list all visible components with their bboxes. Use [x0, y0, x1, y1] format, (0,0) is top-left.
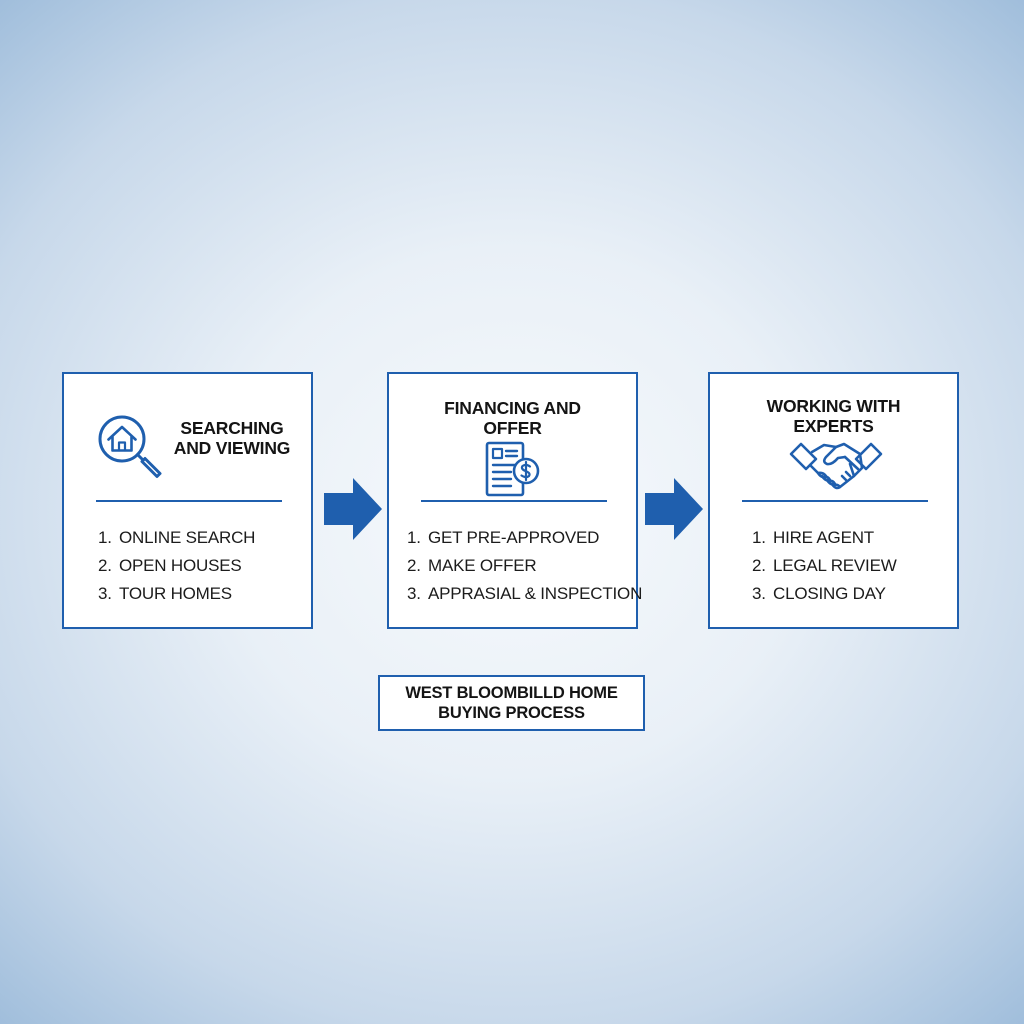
item-text: GET PRE-APPROVED: [428, 528, 600, 547]
item-number: 1.: [407, 528, 421, 547]
step-item-list: 1. GET PRE-APPROVED 2. MAKE OFFER 3. APPRAS…: [407, 524, 642, 608]
list-item: 2. OPEN HOUSES: [98, 552, 255, 580]
item-text: MAKE OFFER: [428, 556, 537, 575]
house-search-icon: [98, 415, 162, 478]
step-item-list: 1. HIRE AGENT 2. LEGAL REVIEW 3. CLOSING DA…: [752, 524, 897, 608]
item-number: 2.: [752, 556, 766, 575]
step-box-searching: SEARCHING AND VIEWING 1. ONLINE SEARCH 2.…: [62, 372, 313, 629]
step-box-financing: FINANCING AND OFFER 1. GET PRE-APPROVED 2…: [387, 372, 642, 629]
step-title: WORKING WITH EXPERTS: [730, 396, 937, 436]
item-text: APPRASIAL & INSPECTION: [428, 584, 643, 603]
item-number: 3.: [98, 584, 112, 603]
item-text: ONLINE SEARCH: [119, 528, 256, 547]
step-title-line: AND VIEWING: [173, 438, 291, 458]
diagram-caption: WEST BLOOMBILLD HOME BUYING PROCESS: [378, 675, 645, 731]
list-item: 1. GET PRE-APPROVED: [407, 524, 642, 552]
step-divider: [742, 500, 928, 502]
arrow-right-icon: [324, 478, 382, 540]
item-number: 3.: [407, 584, 421, 603]
list-item: 3. TOUR HOMES: [98, 580, 255, 608]
step-divider: [421, 500, 607, 502]
step-title-line: WORKING WITH: [766, 396, 901, 416]
item-number: 1.: [752, 528, 766, 547]
list-item: 3. CLOSING DAY: [752, 580, 897, 608]
step-title: FINANCING AND OFFER: [409, 398, 616, 438]
list-item: 2. MAKE OFFER: [407, 552, 642, 580]
list-item: 1. HIRE AGENT: [752, 524, 897, 552]
list-item: 2. LEGAL REVIEW: [752, 552, 897, 580]
handshake-icon: [789, 442, 883, 490]
list-item: 3. APPRASIAL & INSPECTION: [407, 580, 642, 608]
step-box-experts: WORKING WITH EXPERTS 1. HIRE AGENT 2. LEGA…: [708, 372, 959, 629]
item-number: 2.: [98, 556, 112, 575]
step-title: SEARCHING AND VIEWING: [164, 418, 300, 458]
arrow-right-icon: [645, 478, 703, 540]
item-text: TOUR HOMES: [119, 584, 232, 603]
step-title-line: OFFER: [483, 418, 542, 438]
step-title-line: SEARCHING: [180, 418, 284, 438]
step-title-line: EXPERTS: [793, 416, 874, 436]
item-number: 3.: [752, 584, 766, 603]
caption-line: BUYING PROCESS: [438, 704, 585, 722]
step-divider: [96, 500, 282, 502]
caption-line: WEST BLOOMBILLD HOME: [405, 684, 618, 702]
item-text: LEGAL REVIEW: [773, 556, 897, 575]
item-text: HIRE AGENT: [773, 528, 874, 547]
item-text: CLOSING DAY: [773, 584, 886, 603]
list-item: 1. ONLINE SEARCH: [98, 524, 255, 552]
step-item-list: 1. ONLINE SEARCH 2. OPEN HOUSES 3. TOUR HOM…: [98, 524, 255, 608]
step-title-line: FINANCING AND: [444, 398, 581, 418]
item-number: 2.: [407, 556, 421, 575]
document-dollar-icon: [485, 441, 540, 497]
item-number: 1.: [98, 528, 112, 547]
item-text: OPEN HOUSES: [119, 556, 242, 575]
